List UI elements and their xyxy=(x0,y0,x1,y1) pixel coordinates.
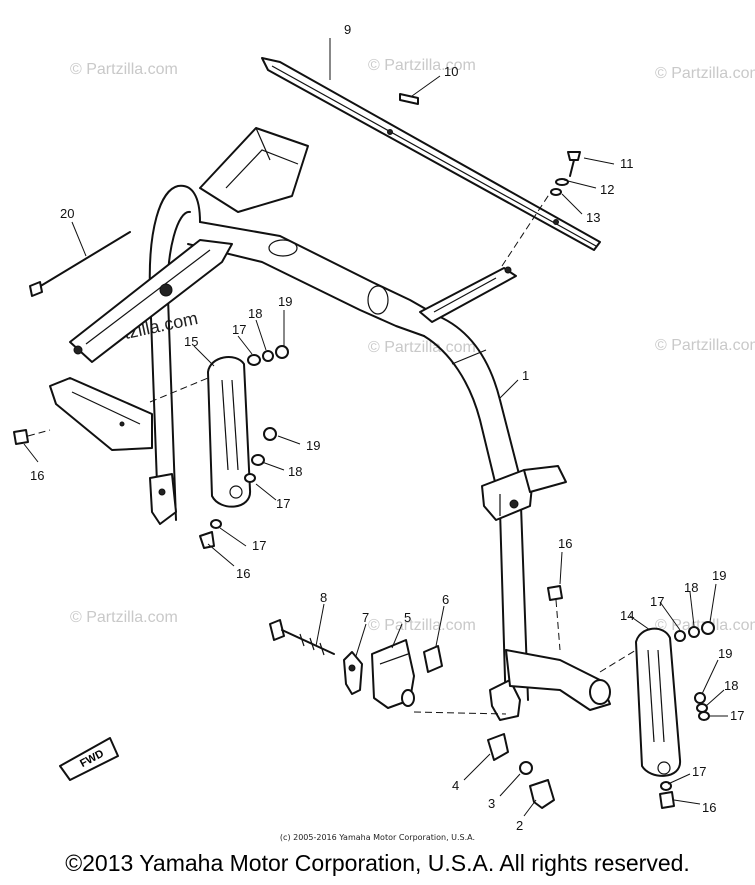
main-frame-part xyxy=(69,127,611,721)
watermark: © Partzilla.com xyxy=(70,609,178,626)
callout-18: 18 xyxy=(288,464,302,479)
clip-part xyxy=(399,93,419,105)
watermark: © Partzilla.com xyxy=(368,57,476,74)
left-step-plate-part xyxy=(207,356,252,508)
callout-20: 20 xyxy=(60,206,74,221)
fastener-hardware xyxy=(13,345,715,809)
callout-19: 19 xyxy=(712,568,726,583)
callout-17: 17 xyxy=(650,594,664,609)
callout-16: 16 xyxy=(30,468,44,483)
callout-19: 19 xyxy=(718,646,732,661)
callout-labels: 9 10 11 12 13 20 1 15 17 18 19 16 19 18 … xyxy=(30,22,744,833)
callout-2: 2 xyxy=(516,818,523,833)
callout-18: 18 xyxy=(248,306,262,321)
diagram-credit: (c) 2005-2016 Yamaha Motor Corporation, … xyxy=(279,833,476,842)
callout-1: 1 xyxy=(522,368,529,383)
copyright-footer: ©2013 Yamaha Motor Corporation, U.S.A. A… xyxy=(65,850,690,876)
callout-17: 17 xyxy=(232,322,246,337)
callout-17: 17 xyxy=(252,538,266,553)
callout-4: 4 xyxy=(452,778,459,793)
rod-part xyxy=(29,231,131,297)
callout-16: 16 xyxy=(236,566,250,581)
forward-arrow-icon: FWD xyxy=(59,737,119,781)
watermark: © Partzilla.com xyxy=(368,617,476,634)
callout-5: 5 xyxy=(404,610,411,625)
callout-3: 3 xyxy=(488,796,495,811)
assembly-guide-lines xyxy=(27,189,637,715)
callout-17: 17 xyxy=(692,764,706,779)
callout-10: 10 xyxy=(444,64,458,79)
callout-13: 13 xyxy=(586,210,600,225)
watermark: © Partzilla.com xyxy=(70,61,178,78)
callout-17: 17 xyxy=(276,496,290,511)
callout-12: 12 xyxy=(600,182,614,197)
bolt-washer-stack xyxy=(550,151,581,196)
right-step-plate-part xyxy=(635,627,682,777)
callout-7: 7 xyxy=(362,610,369,625)
callout-17: 17 xyxy=(730,708,744,723)
callout-16: 16 xyxy=(702,800,716,815)
clamp-assembly-part xyxy=(269,619,443,709)
left-bracket-part xyxy=(49,377,153,451)
callout-19: 19 xyxy=(306,438,320,453)
callout-15: 15 xyxy=(184,334,198,349)
watermark: © Partzilla.com xyxy=(655,65,755,82)
callout-18: 18 xyxy=(684,580,698,595)
callout-6: 6 xyxy=(442,592,449,607)
windshield-strip-part xyxy=(261,57,601,251)
callout-16: 16 xyxy=(558,536,572,551)
leader-lines xyxy=(23,38,728,817)
watermark: © Partzilla.com xyxy=(368,339,476,356)
callout-11: 11 xyxy=(620,156,634,171)
watermark: © Partzilla.com xyxy=(655,337,755,354)
callout-9: 9 xyxy=(344,22,351,37)
callout-14: 14 xyxy=(620,608,634,623)
callout-8: 8 xyxy=(320,590,327,605)
callout-18: 18 xyxy=(724,678,738,693)
callout-19: 19 xyxy=(278,294,292,309)
